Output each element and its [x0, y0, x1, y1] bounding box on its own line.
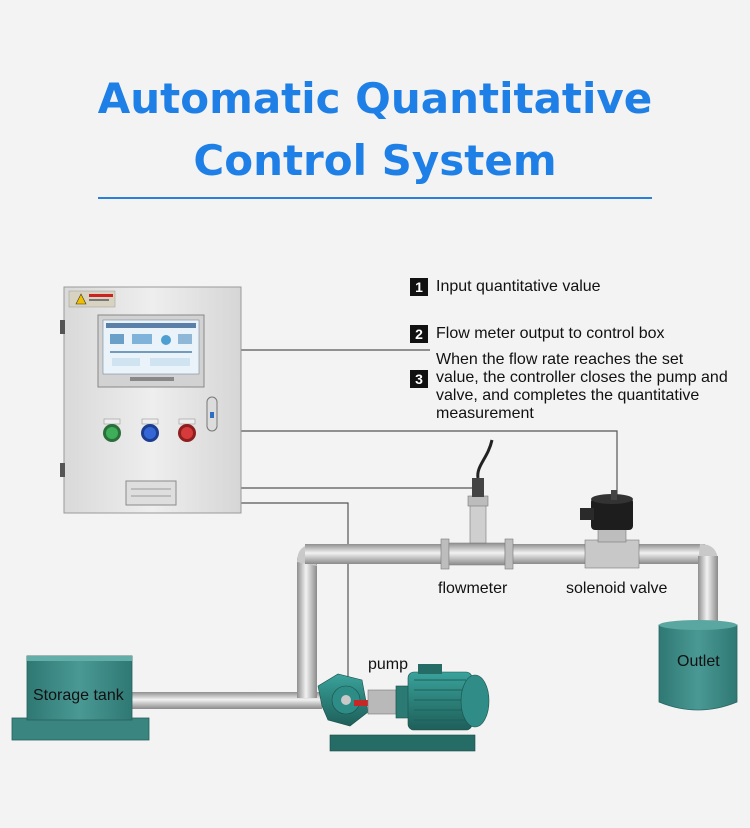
title-line-1: Automatic Quantitative [97, 74, 653, 123]
title-underline [98, 197, 652, 199]
step-1: 1 Input quantitative value [410, 278, 601, 296]
pipe-riser [297, 558, 317, 698]
title-line-2: Control System [193, 136, 557, 185]
storage-tank-label: Storage tank [33, 687, 124, 704]
signal-line-pump [241, 502, 349, 690]
pipe-drop [698, 556, 718, 632]
green-button-icon [103, 418, 121, 442]
red-button-icon [178, 418, 196, 442]
outlet-tank-icon [658, 620, 738, 711]
step-2-text: Flow meter output to control box [436, 325, 665, 342]
signal-line-flowmeter [241, 478, 479, 489]
step-1-number: 1 [410, 278, 428, 296]
outlet-label: Outlet [677, 653, 720, 670]
step-2-number: 2 [410, 325, 428, 343]
step-2: 2 Flow meter output to control box [410, 325, 665, 343]
pump-label: pump [368, 656, 409, 673]
storage-tank-icon [11, 655, 150, 741]
step-3-text: When the flow rate reaches the set value… [436, 351, 728, 422]
pump-icon [317, 664, 490, 752]
solenoid-valve-label: solenoid valve [566, 580, 668, 597]
blue-button-icon [141, 418, 159, 442]
step-3-number: 3 [410, 370, 428, 388]
nameplate [125, 480, 177, 506]
control-cabinet [60, 286, 242, 514]
flowmeter-icon [440, 439, 514, 570]
pipe-tank-to-pump [126, 692, 322, 709]
flowmeter-label: flowmeter [438, 580, 508, 597]
step-1-text: Input quantitative value [436, 278, 601, 295]
signal-line-solenoid [241, 430, 618, 495]
solenoid-valve-icon [580, 490, 640, 569]
warning-icon [75, 293, 87, 305]
step-3: 3 When the flow rate reaches the set val… [410, 351, 730, 423]
